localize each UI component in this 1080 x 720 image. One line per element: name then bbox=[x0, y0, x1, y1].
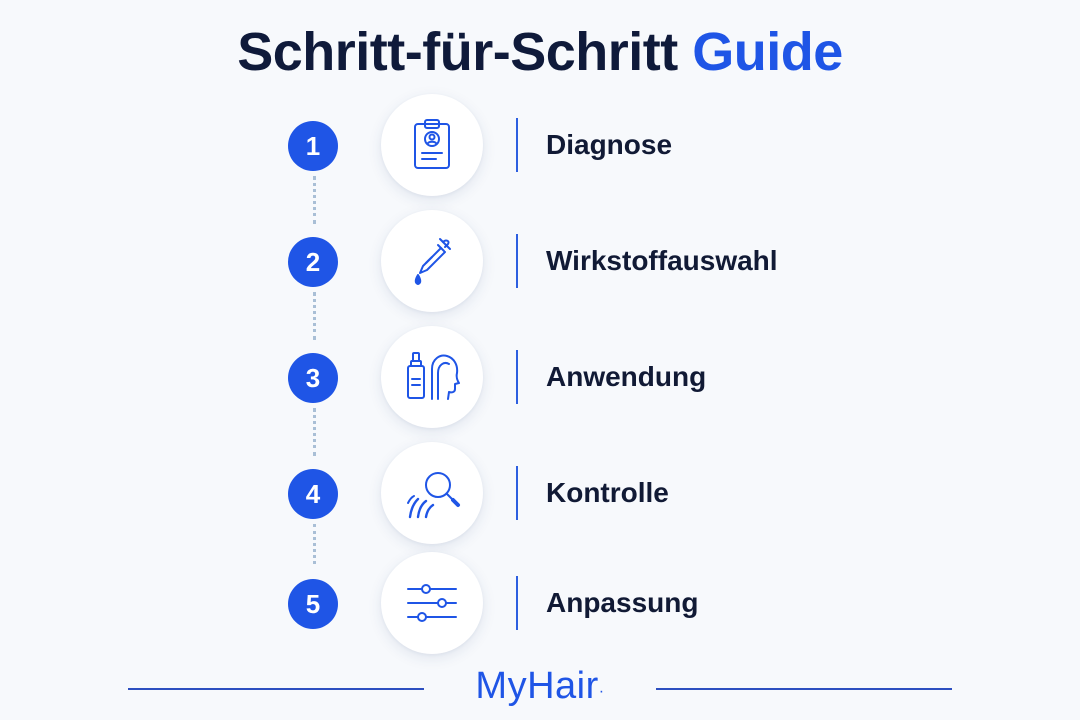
brand-name: MyHair bbox=[475, 665, 599, 707]
step-label: Kontrolle bbox=[546, 477, 669, 508]
footer-rule-right bbox=[656, 688, 952, 690]
page-title: Schritt-für-Schritt Guide bbox=[0, 20, 1080, 84]
step-connector bbox=[313, 408, 316, 456]
step-number-badge: 3 bbox=[288, 353, 338, 403]
step-label: Diagnose bbox=[546, 129, 673, 160]
step-label: Anwendung bbox=[546, 361, 707, 392]
step-divider bbox=[516, 350, 518, 404]
step-wirkstoffauswahl: 2 Wirkstoffauswahl bbox=[0, 207, 1080, 312]
step-connector bbox=[313, 292, 316, 340]
step-number-badge: 2 bbox=[288, 237, 338, 287]
step-label: Wirkstoffauswahl bbox=[546, 245, 778, 276]
step-divider bbox=[516, 234, 518, 288]
step-number-badge: 1 bbox=[288, 121, 338, 171]
step-connector bbox=[313, 524, 316, 564]
sliders-icon bbox=[381, 552, 483, 654]
step-divider bbox=[516, 118, 518, 172]
serum-bottle-head-icon bbox=[381, 326, 483, 428]
brand-mark: · bbox=[598, 683, 605, 700]
step-number-badge: 5 bbox=[288, 579, 338, 629]
title-main: Schritt-für-Schritt bbox=[237, 22, 678, 82]
magnifier-hair-icon bbox=[381, 442, 483, 544]
step-divider bbox=[516, 466, 518, 520]
title-accent: Guide bbox=[692, 22, 843, 82]
step-anpassung: 5 Anpassung bbox=[0, 549, 1080, 654]
step-kontrolle: 4 Kontrolle bbox=[0, 439, 1080, 544]
step-connector bbox=[313, 176, 316, 224]
step-label: Anpassung bbox=[546, 587, 699, 618]
brand-logo: MyHair· bbox=[440, 660, 640, 712]
footer-rule-left bbox=[128, 688, 424, 690]
step-diagnose: 1 Diagnose bbox=[0, 91, 1080, 196]
step-anwendung: 3 Anwendung bbox=[0, 323, 1080, 428]
step-number-badge: 4 bbox=[288, 469, 338, 519]
clipboard-patient-icon bbox=[381, 94, 483, 196]
step-divider bbox=[516, 576, 518, 630]
pipette-dropper-icon bbox=[381, 210, 483, 312]
